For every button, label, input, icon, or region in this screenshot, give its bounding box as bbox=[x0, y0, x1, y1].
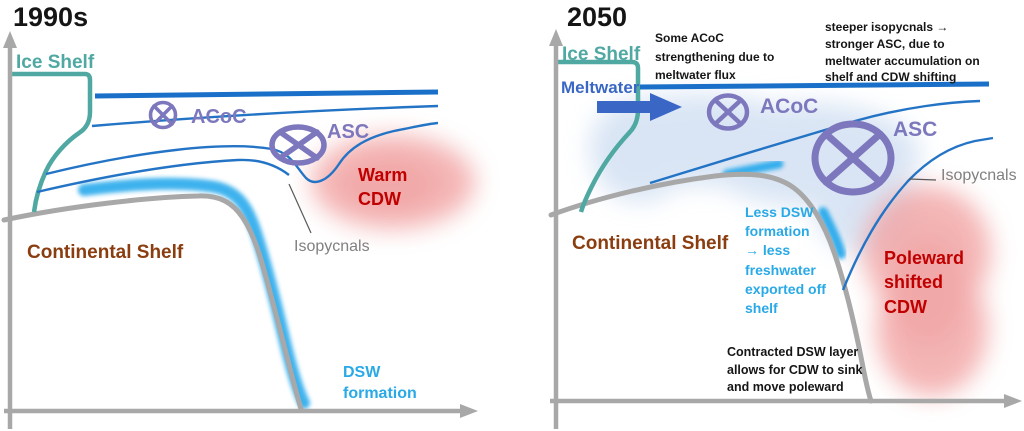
poleward-cdw-blob bbox=[863, 186, 991, 396]
ice-shelf-outline bbox=[11, 71, 93, 213]
panel-title-1990s: 1990s bbox=[13, 2, 89, 32]
less-dsw-note: Less DSW formation → less freshwater exp… bbox=[745, 204, 826, 316]
isopycnals-label: Isopycnals bbox=[294, 238, 370, 255]
ice-shelf-label: Ice Shelf bbox=[16, 52, 95, 73]
distance-axis-arrow-icon bbox=[460, 404, 478, 418]
depth-axis-arrow-icon bbox=[549, 29, 563, 46]
acoc-strengthening-note: Some ACoC strengthening due to meltwater… bbox=[655, 31, 775, 83]
isopycnal-line-3 bbox=[36, 158, 290, 194]
acoc-label: ACoC bbox=[191, 106, 247, 128]
poleward-cdw-label: Poleward shifted CDW bbox=[884, 248, 965, 317]
asc-label: ASC bbox=[327, 121, 370, 143]
panel-title-2050: 2050 bbox=[567, 2, 628, 32]
meltwater-arrow-icon bbox=[597, 93, 682, 121]
warm-cdw-label: Warm CDW bbox=[358, 165, 408, 210]
contracted-dsw-note: Contracted DSW layer allows for CDW to s… bbox=[727, 345, 863, 394]
asc-vortex-icon bbox=[811, 120, 895, 196]
continental-shelf-line bbox=[548, 171, 874, 404]
ice-shelf-label: Ice Shelf bbox=[562, 44, 641, 65]
steeper-isopycnals-note: steeper isopycnals → stronger ASC, due t… bbox=[825, 20, 980, 85]
panel-2050-graphics bbox=[548, 29, 1022, 429]
acoc-vortex-icon bbox=[706, 93, 750, 131]
continental-shelf-label: Continental Shelf bbox=[27, 242, 184, 263]
surface-line bbox=[94, 89, 439, 99]
warm-cdw-blob bbox=[311, 135, 475, 229]
isopycnals-label: Isopycnals bbox=[941, 167, 1017, 184]
asc-vortex-icon bbox=[269, 124, 327, 166]
less-dsw-dash-slope bbox=[818, 207, 846, 259]
warm-cdw-blob-core bbox=[342, 158, 438, 210]
acoc-vortex-icon bbox=[148, 100, 178, 130]
asc-label: ASC bbox=[893, 118, 938, 141]
acoc-label: ACoC bbox=[760, 95, 819, 118]
meltwater-label: Meltwater bbox=[561, 78, 640, 97]
continental-shelf-line bbox=[1, 193, 304, 412]
isopycnals-pointer-line bbox=[288, 183, 312, 234]
isopycnal-line-1 bbox=[91, 104, 439, 128]
isopycnal-line-2 bbox=[45, 121, 439, 184]
panel-1990s-graphics bbox=[1, 31, 478, 429]
isopycnals-pointer-line bbox=[908, 178, 937, 181]
ice-shelf-outline bbox=[557, 59, 641, 213]
isopycnal-line-slope bbox=[841, 136, 994, 291]
surface-line bbox=[639, 81, 990, 90]
dsw-formation-label: DSW formation bbox=[343, 364, 417, 403]
distance-axis-arrow-icon bbox=[1004, 394, 1022, 408]
continental-shelf-label: Continental Shelf bbox=[572, 233, 729, 254]
depth-axis-arrow-icon bbox=[3, 31, 17, 48]
